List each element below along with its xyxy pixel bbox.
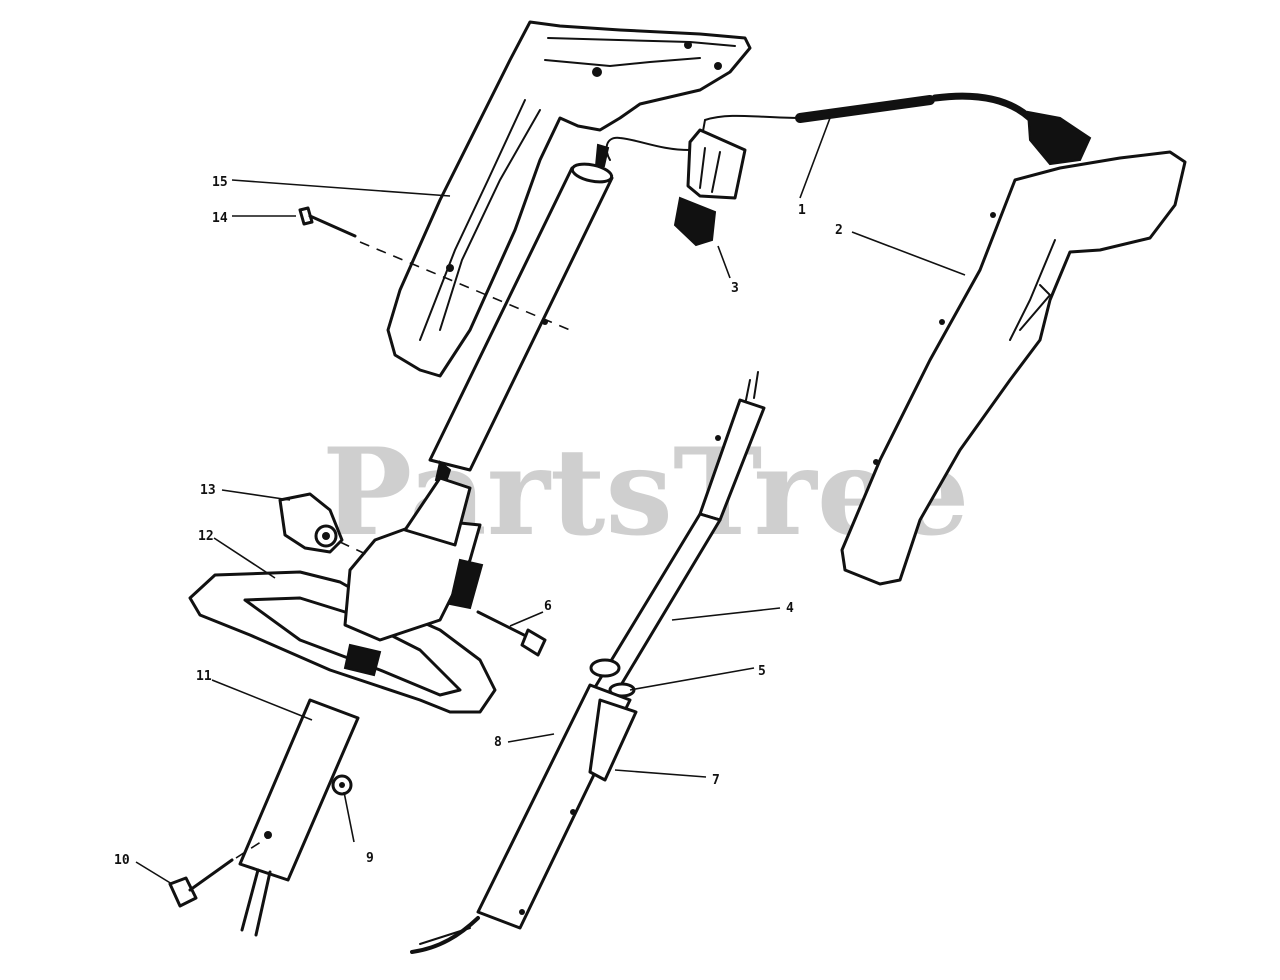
leader-lines <box>135 117 966 885</box>
callout-12: 12 <box>198 529 214 544</box>
part-4-lower-tube <box>578 371 766 722</box>
part-12-loop-handle <box>188 476 497 714</box>
part-10-bolt <box>168 835 271 908</box>
part-11-lower-left-tube <box>238 698 360 937</box>
part-14-screw <box>298 206 571 331</box>
part-2-handle-half-right <box>840 150 1187 586</box>
callout-13: 13 <box>200 483 216 498</box>
callout-7: 7 <box>712 773 720 788</box>
callout-14: 14 <box>212 211 228 226</box>
part-8-lower-tube-section <box>410 683 632 954</box>
callout-8: 8 <box>494 735 502 750</box>
callout-9: 9 <box>366 851 374 866</box>
callout-1: 1 <box>798 203 806 218</box>
part-1-power-cord <box>699 92 1092 166</box>
part-3-switch <box>605 128 747 247</box>
callout-2: 2 <box>835 223 843 238</box>
callout-10: 10 <box>114 853 130 868</box>
part-9-nut <box>331 774 353 796</box>
callout-15: 15 <box>212 175 228 190</box>
callout-11: 11 <box>196 669 212 684</box>
part-6-bolt <box>476 610 547 657</box>
part-7-clip <box>588 698 638 782</box>
callout-5: 5 <box>758 664 766 679</box>
callout-labels: 1 2 3 4 5 6 7 8 9 10 11 12 13 14 15 <box>114 175 843 868</box>
part-15-handle-half-left <box>386 20 752 378</box>
callout-6: 6 <box>544 599 552 614</box>
upper-handle-tube <box>428 143 614 484</box>
part-13-nut <box>278 492 371 557</box>
callout-3: 3 <box>731 281 739 296</box>
callout-4: 4 <box>786 601 794 616</box>
